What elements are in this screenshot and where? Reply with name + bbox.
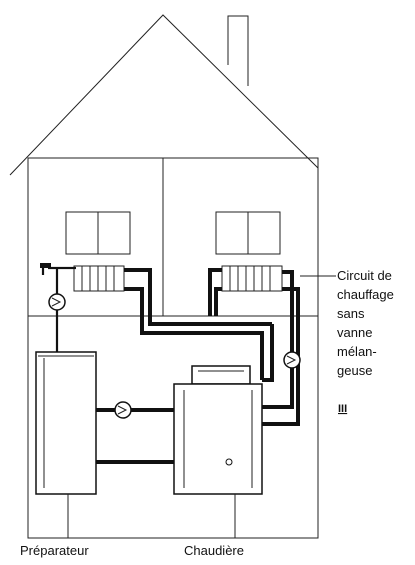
- heating-pipes: [96, 268, 300, 464]
- chimney: [227, 15, 249, 86]
- house-walls: [27, 157, 319, 539]
- pump-right: [283, 351, 301, 369]
- chaudiere-label: Chaudière: [184, 543, 244, 558]
- pump-left: [48, 293, 66, 311]
- radiator-right: [221, 265, 283, 292]
- circuit-label-line-4: vanne: [337, 325, 372, 340]
- preparateur-label: Préparateur: [20, 543, 89, 558]
- circuit-label-line-6: geuse: [337, 363, 372, 378]
- window-left: [65, 211, 131, 255]
- house-outline: [9, 14, 319, 539]
- circuit-label-line-5: mélan-: [337, 344, 377, 359]
- circuit-label-line-3: sans: [337, 306, 365, 321]
- chaudiere-boiler: [173, 365, 263, 495]
- circuit-symbol: III: [338, 403, 347, 415]
- circuit-label-line-2: chauffage: [337, 287, 394, 302]
- pump-middle: [114, 401, 132, 419]
- preparateur-tank: [35, 351, 97, 495]
- circuit-label-line-1: Circuit de: [337, 268, 392, 283]
- radiator-left: [73, 265, 125, 292]
- roof: [9, 14, 319, 176]
- window-right: [215, 211, 281, 255]
- tap-icon: [40, 263, 62, 275]
